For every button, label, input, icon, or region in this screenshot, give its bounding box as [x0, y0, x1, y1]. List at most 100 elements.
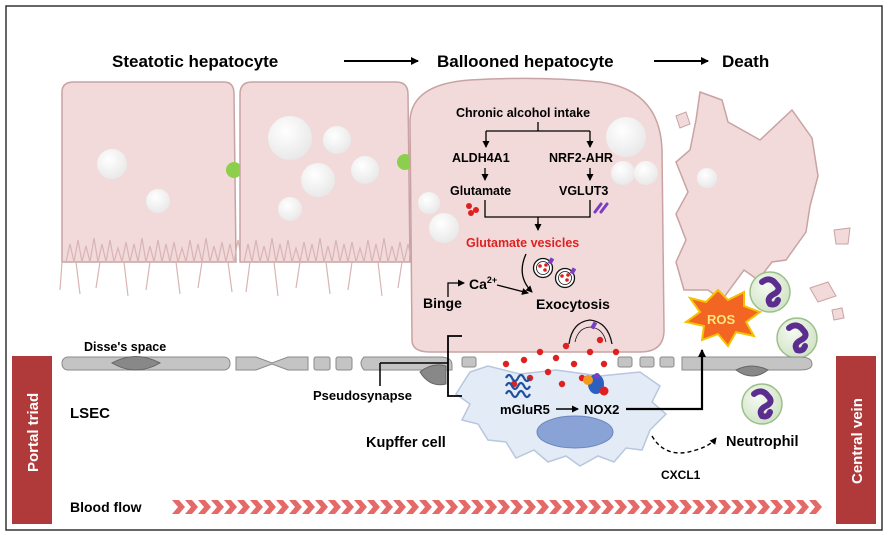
lipid-droplet: [323, 126, 351, 154]
blood-flow-chevron: [549, 500, 562, 514]
neutrophil-cell: [749, 271, 791, 313]
lipid-droplet: [278, 197, 302, 221]
binge-to-calcium-arrow: [447, 279, 465, 297]
blood-flow-chevron: [731, 500, 744, 514]
blood-flow-chevron: [757, 500, 770, 514]
neutrophil-cell: [776, 317, 818, 359]
blood-flow-chevron: [198, 500, 211, 514]
lipid-droplet: [634, 161, 658, 185]
cxcl1-label: CXCL1: [661, 468, 701, 482]
dying-hepatocyte: [675, 90, 851, 321]
blood-flow-chevron: [237, 500, 250, 514]
glutamate-vesicle: [532, 257, 555, 279]
nox2-complex: [583, 373, 609, 396]
blood-flow-chevron: [172, 500, 185, 514]
lipid-droplet: [351, 156, 379, 184]
ballooned-label: Ballooned hepatocyte: [437, 52, 614, 71]
blood-flow-chevron: [276, 500, 289, 514]
diagram-frame: [5, 5, 883, 531]
glutamate-molecule: [473, 207, 479, 213]
pseudosynapse-label: Pseudosynapse: [313, 388, 412, 403]
blood-flow-chevron: [419, 500, 432, 514]
blood-flow-chevron: [796, 500, 809, 514]
exocytosis-label: Exocytosis: [536, 296, 610, 312]
blood-flow-chevrons: [172, 500, 822, 514]
lipid-droplet: [146, 189, 170, 213]
blood-flow-chevron: [211, 500, 224, 514]
blood-flow-chevron: [484, 500, 497, 514]
calcium-to-exocytosis-arrow: [496, 284, 529, 295]
gap-junction-dot: [226, 162, 242, 178]
blood-flow-chevron: [315, 500, 328, 514]
binge-label: Binge: [423, 295, 462, 311]
lipid-droplet: [697, 168, 717, 188]
chronic-alcohol-label: Chronic alcohol intake: [456, 106, 590, 120]
portal-triad-bar: Portal triad: [12, 356, 52, 524]
blood-flow-chevron: [640, 500, 653, 514]
glutamate-vesicle: [554, 267, 577, 289]
blood-flow-chevron: [692, 500, 705, 514]
death-label: Death: [722, 52, 769, 71]
mglur5-receptor: [505, 373, 531, 399]
blood-flow-chevron: [471, 500, 484, 514]
steatotic-hepatocyte-1: [59, 81, 251, 297]
blood-flow-chevron: [653, 500, 666, 514]
nrf2-ahr-label: NRF2-AHR: [549, 151, 613, 165]
blood-flow-chevron: [354, 500, 367, 514]
ballooned-hepatocyte: [409, 77, 665, 353]
blood-flow-chevron: [627, 500, 640, 514]
nox2-to-ros-arrow: [626, 349, 706, 411]
blood-flow-chevron: [705, 500, 718, 514]
glutamate-vesicles-label: Glutamate vesicles: [466, 236, 579, 250]
lipid-droplet: [268, 116, 312, 160]
blood-flow-chevron: [289, 500, 302, 514]
lsec-label: LSEC: [70, 405, 110, 422]
blood-flow-chevron: [302, 500, 315, 514]
neutrophil-label: Neutrophil: [726, 434, 799, 450]
glutamate-molecule: [468, 210, 474, 216]
central-vein-bar: Central vein: [836, 356, 876, 524]
disse-space-label: Disse's space: [84, 340, 166, 354]
glutamate-pathway: Chronic alcohol intake ALDH4A1 NRF2-AHR …: [423, 106, 613, 345]
fusing-vesicle: [568, 319, 613, 345]
blood-flow-chevron: [809, 500, 822, 514]
gap-junction-dot: [397, 154, 413, 170]
neutrophil-cell: [741, 383, 783, 425]
lipid-droplet: [301, 163, 335, 197]
glutamate-label: Glutamate: [450, 184, 511, 198]
blood-flow-chevron: [497, 500, 510, 514]
blood-flow-chevron: [536, 500, 549, 514]
blood-flow-chevron: [406, 500, 419, 514]
blood-flow-chevron: [367, 500, 380, 514]
blood-flow-chevron: [770, 500, 783, 514]
blood-flow-chevron: [393, 500, 406, 514]
blood-flow-chevron: [601, 500, 614, 514]
ros-label: ROS: [707, 312, 736, 327]
aldh4a1-label: ALDH4A1: [452, 151, 510, 165]
lipid-droplet: [97, 149, 127, 179]
blood-flow-chevron: [458, 500, 471, 514]
blood-flow-chevron: [445, 500, 458, 514]
vglut3-label: VGLUT3: [559, 184, 608, 198]
mglur5-label: mGluR5: [500, 402, 550, 417]
steatotic-label: Steatotic hepatocyte: [112, 52, 278, 71]
blood-flow-chevron: [718, 500, 731, 514]
blood-flow-chevron: [185, 500, 198, 514]
blood-flow-chevron: [679, 500, 692, 514]
blood-flow-chevron: [783, 500, 796, 514]
blood-flow-chevron: [614, 500, 627, 514]
nox2-label: NOX2: [584, 402, 619, 417]
blood-flow-chevron: [432, 500, 445, 514]
pseudosynapse-bracket: [447, 335, 462, 397]
blood-flow-chevron: [562, 500, 575, 514]
lipid-droplet: [429, 213, 459, 243]
lsec-layer: [61, 356, 813, 386]
vglut3-transporter: [593, 202, 609, 214]
portal-triad-label: Portal triad: [25, 393, 42, 472]
glutamate-molecule: [466, 203, 472, 209]
blood-flow-chevron: [263, 500, 276, 514]
blood-flow-chevron: [523, 500, 536, 514]
lipid-droplet: [611, 161, 635, 185]
vesicle-curve-arrow: [521, 253, 533, 293]
